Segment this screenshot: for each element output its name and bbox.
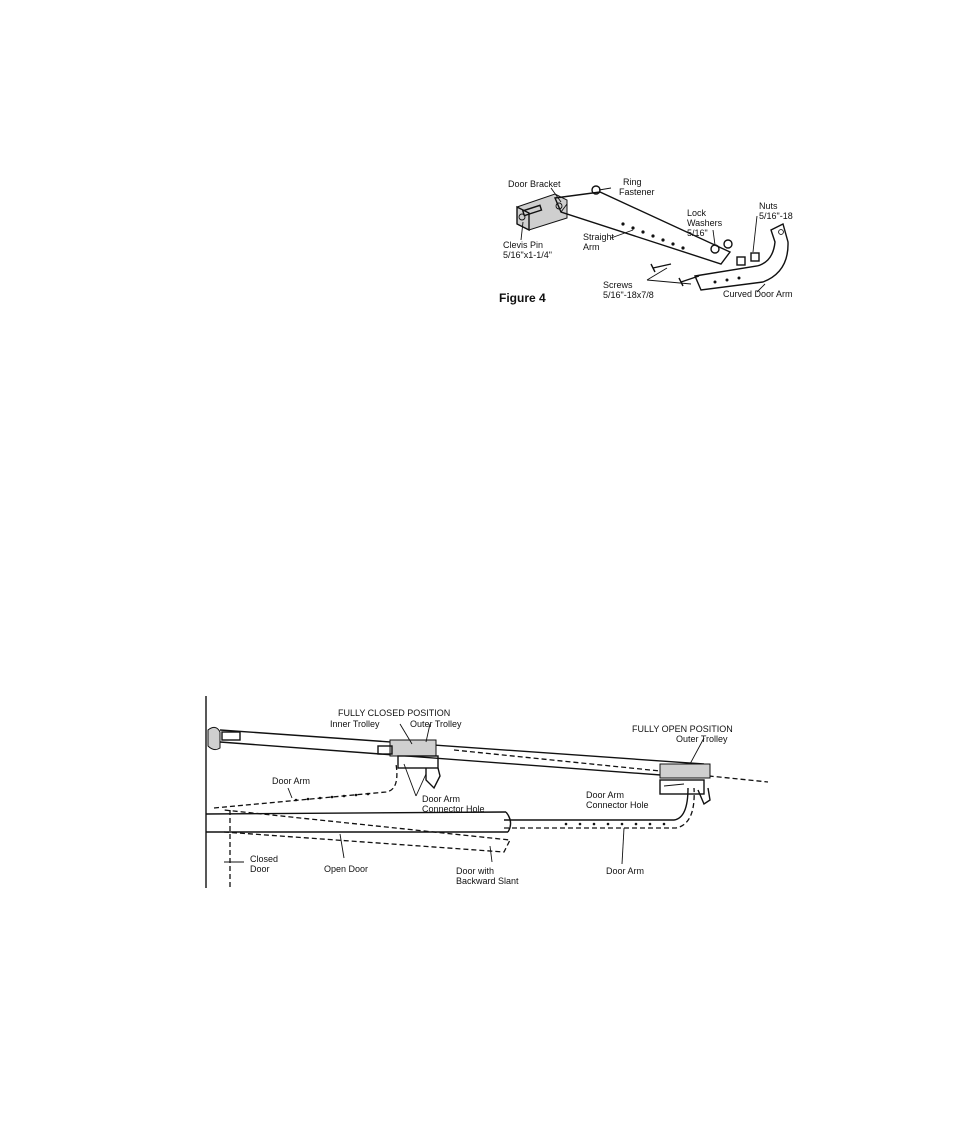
label-open-door: Open Door [324,864,368,874]
label-nuts: Nuts [759,201,778,211]
label-ring-fastener: Ring [623,177,642,187]
label-straight-arm: Straight [583,232,615,242]
door-arm-closed-holes [294,792,370,802]
label-door-arm-left: Door Arm [272,776,310,786]
figure-4-title: Figure 4 [499,291,546,305]
label-straight-arm-line2: Arm [583,242,600,252]
label-fully-open: FULLY OPEN POSITION [632,724,733,734]
door-arm-open-holes [564,822,666,826]
label-closed-door-line2: Door [250,864,270,874]
label-connector-hole-left: Door Arm [422,794,460,804]
figure-4-leader-lines [520,187,766,293]
label-fully-closed: FULLY CLOSED POSITION [338,708,450,718]
open-door-panel [205,811,512,833]
straight-arm-part [553,191,732,265]
label-connector-hole-left-line2: Connector Hole [422,804,485,814]
label-nuts-size: 5/16"-18 [759,211,793,221]
label-screws: Screws [603,280,633,290]
straight-arm-holes [621,222,685,250]
label-door-arm-right: Door Arm [606,866,644,876]
door-bracket-part [516,193,568,232]
figure-4-arm-assembly: Door Bracket Ring Fastener Nuts 5/16"-18… [495,172,805,312]
label-curved-door-arm: Curved Door Arm [723,289,793,299]
label-closed-door: Closed [250,854,278,864]
label-ring-fastener-line2: Fastener [619,187,655,197]
label-outer-trolley-closed: Outer Trolley [410,719,462,729]
label-lock-washers-size: 5/16" [687,228,708,238]
clevis-pin-part [521,204,543,217]
figure-5-leader-lines [224,723,705,865]
backward-slant-door [223,809,512,853]
label-outer-trolley-open: Outer Trolley [676,734,728,744]
nuts-part [736,252,760,266]
trolley-closed-position [377,739,441,790]
label-backward-slant-line2: Backward Slant [456,876,519,886]
door-arm-open-dashed [504,787,695,829]
curved-door-arm-part [694,222,789,291]
label-connector-hole-right: Door Arm [586,790,624,800]
label-connector-hole-right-line2: Connector Hole [586,800,649,810]
label-clevis-pin-size: 5/16"x1-1/4" [503,250,552,260]
label-clevis-pin: Clevis Pin [503,240,543,250]
label-inner-trolley: Inner Trolley [330,719,380,729]
label-lock-washers-line2: Washers [687,218,723,228]
label-backward-slant: Door with [456,866,494,876]
trolley-open-position [659,763,711,806]
opener-rail [219,729,769,783]
door-positions-drawing: FULLY CLOSED POSITION Inner Trolley Oute… [205,696,769,888]
label-lock-washers: Lock [687,208,707,218]
label-screws-size: 5/16"-18x7/8 [603,290,654,300]
figure-door-arm-positions: FULLY CLOSED POSITION Inner Trolley Oute… [204,692,772,892]
figure-4-drawing: Door Bracket Ring Fastener Nuts 5/16"-18… [499,177,793,305]
header-bracket-part [207,726,241,751]
door-arm-open [504,787,689,821]
label-door-bracket: Door Bracket [508,179,561,189]
door-arm-closed [213,763,398,809]
